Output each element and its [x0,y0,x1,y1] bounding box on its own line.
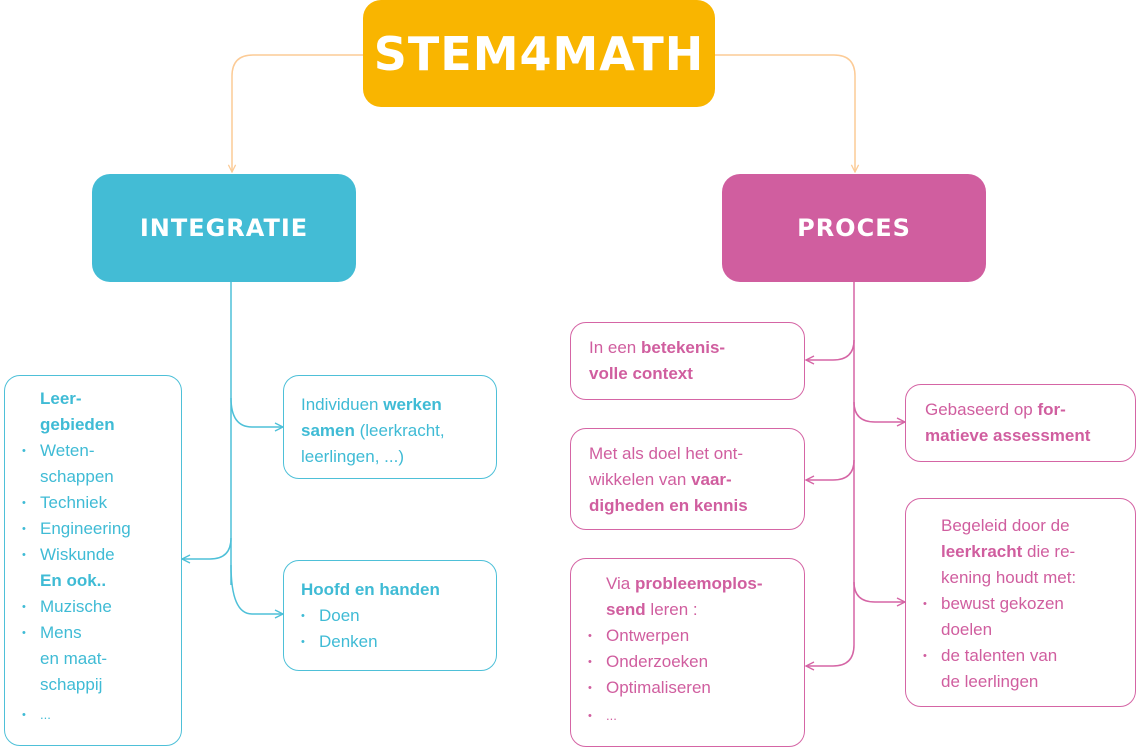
text-bold: werken [383,395,442,414]
connector-proces-begeleid [853,581,905,602]
card-samenwerken: Individuen werken samen (leerkracht, lee… [283,375,497,479]
card-probleemoplossend: Via probleemoplos- send leren : Ontwerpe… [570,558,805,747]
samenwerken-line-2: samen (leerkracht, [301,418,496,444]
formatief-line-2: matieve assessment [925,423,1135,449]
integratie-title: INTEGRATIE [139,214,309,242]
list-item-continuation: schappen [40,467,114,486]
text-bold: for- [1037,400,1066,419]
connector-root-integratie [232,54,363,172]
list-item: Mens [22,620,181,646]
list-item: Optimaliseren [588,675,804,701]
list-item: Onderzoeken [588,649,804,675]
node-integratie: INTEGRATIE [92,174,356,282]
root-title: STEM4MATH [373,26,705,81]
list-item: Denken [301,629,496,655]
doel-line-2: wikkelen van vaar- [589,467,804,493]
text-bold: vaar- [691,470,732,489]
list-item: ... [22,702,181,728]
list-item: Wiskunde [22,542,181,568]
text: Gebaseerd op [925,400,1038,419]
connector-proces-probleem [806,644,855,666]
text-bold: probleemoplos- [635,574,763,593]
proces-title: PROCES [797,214,911,242]
root-node-stem4math: STEM4MATH [363,0,715,107]
list-item-continuation: schappij [40,675,103,694]
samenwerken-line-3: leerlingen, ...) [301,447,404,466]
text-bold: leerkracht [941,542,1023,561]
connector-proces-context [806,339,855,360]
probleem-line-2: send leren : [588,597,804,623]
list-item: ... [588,703,804,729]
formatief-line-1: Gebaseerd op for- [925,397,1135,423]
text: In een [589,338,641,357]
also-heading: En ook.. [40,571,107,590]
leergebieden-heading-2: gebieden [40,415,115,434]
card-leergebieden: Leer- gebieden Weten- schappen Techniek … [4,375,182,746]
connector-root-proces [715,54,855,172]
context-line-2: volle context [589,361,804,387]
probleem-line-1: Via probleemoplos- [588,571,804,597]
card-hoofd-handen: Hoofd en handen Doen Denken [283,560,497,671]
context-line-1: In een betekenis- [589,335,804,361]
doel-line-1: Met als doel het ont- [589,444,744,463]
leergebieden-heading-1: Leer- [40,389,82,408]
hoofd-handen-heading: Hoofd en handen [301,580,440,599]
text-bold: volle context [589,364,693,383]
node-proces: PROCES [722,174,986,282]
list-item: Weten- [22,438,181,464]
text-bold: samen [301,421,355,440]
list-item: Engineering [22,516,181,542]
begeleid-line-1: Begeleid door de [941,516,1070,535]
connector-proces-doel [806,459,855,480]
list-item: Muzische [22,594,181,620]
list-item: Techniek [22,490,181,516]
connector-integratie-leergebieden [182,537,232,559]
text: (leerkracht, [354,421,445,440]
doel-line-3: digheden en kennis [589,493,804,519]
text: die re- [1022,542,1076,561]
text: wikkelen van [589,470,692,489]
list-item: Ontwerpen [588,623,804,649]
text: Individuen [301,395,384,414]
begeleid-line-3: kening houdt met: [941,568,1077,587]
list-item-continuation: de leerlingen [941,672,1039,691]
list-item-continuation: en maat- [40,649,108,668]
list-item: Doen [301,603,496,629]
list-item: de talenten van [923,643,1135,669]
card-doel: Met als doel het ont- wikkelen van vaar-… [570,428,805,530]
connector-proces-formatief [853,401,905,422]
text-bold: matieve assessment [925,426,1091,445]
text-bold: send [606,600,646,619]
text-bold: digheden en kennis [589,496,748,515]
samenwerken-line-1: Individuen werken [301,392,496,418]
connector-integratie-hoofd [230,564,283,614]
list-item: bewust gekozen [923,591,1135,617]
text: Via [606,574,635,593]
text-bold: betekenis- [641,338,726,357]
list-item-continuation: doelen [941,620,993,639]
connector-integratie-samenwerken [230,397,283,427]
card-context: In een betekenis- volle context [570,322,805,400]
begeleid-line-2: leerkracht die re- [923,539,1135,565]
text: leren : [645,600,698,619]
card-formatief: Gebaseerd op for- matieve assessment [905,384,1136,462]
card-begeleid: Begeleid door de leerkracht die re- keni… [905,498,1136,707]
